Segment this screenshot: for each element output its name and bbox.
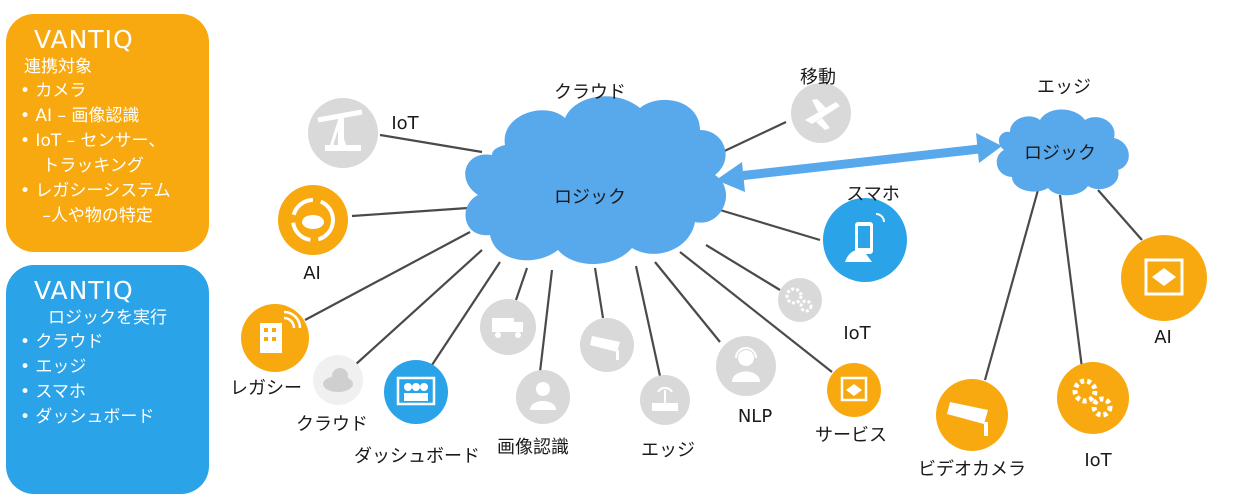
node-label-service: サービス [815,425,887,446]
node-label-image-recognition: 画像認識 [497,437,569,458]
people-screen-icon [384,360,448,424]
list-item: • カメラ [20,81,87,101]
vantiq-logo: VANTIQ [34,25,134,54]
list-item: • スマホ [20,382,86,402]
security-camera-icon [936,379,1008,451]
list-item: • クラウド [20,332,104,352]
building-icon [241,304,309,372]
gears-icon [1057,362,1129,434]
cloud-icon [313,355,363,405]
security-camera-icon [580,318,634,372]
package-box-icon [827,363,881,417]
node-label-nlp: NLP [737,406,773,427]
list-item: • ダッシュボード [20,407,155,427]
node-label-legacy: レガシー [230,378,302,399]
connector-lines [304,121,1143,381]
node-label-ai-right: AI [1154,327,1172,348]
truck-icon [480,299,536,355]
node-label-video-camera: ビデオカメラ [918,459,1026,480]
main-cloud-title: クラウド [554,82,626,103]
list-item: トラッキング [20,156,144,176]
list-item: • IoT – センサー、 [20,131,166,151]
node-label-dashboard: ダッシュボード [354,446,480,467]
vantiq-logo: VANTIQ [34,276,134,305]
router-icon [640,375,690,425]
node-label-transport: 移動 [800,67,836,88]
sync-arrow [716,133,1002,192]
node-label-cloud: クラウド [296,414,368,435]
headset-person-icon [716,336,776,396]
node-label-iot-mid: IoT [843,323,871,344]
vantiq-execution-panel: VANTIQ ロジックを実行 • クラウド • エッジ • スマホ • ダッシュ… [6,265,209,494]
list-item: • AI – 画像認識 [20,106,140,126]
node-label-iot: IoT [391,113,419,134]
list-item: • エッジ [20,357,87,377]
main-cloud-logic: ロジック [554,187,626,208]
edge-cloud-logic: ロジック [1024,143,1096,164]
integration-list: • カメラ • AI – 画像認識 • IoT – センサー、 トラッキング •… [20,79,195,229]
main-cloud [465,96,727,265]
execution-heading: ロジックを実行 [48,308,167,328]
edge-cloud [996,109,1129,196]
edge-cloud-title: エッジ [1037,77,1091,98]
airplane-icon [791,83,851,143]
node-label-ai: AI [303,263,321,284]
node-label-smartphone: スマホ [846,184,900,205]
vantiq-integration-panel: VANTIQ 連携対象 • カメラ • AI – 画像認識 • IoT – セン… [6,14,209,252]
node-label-iot-right: IoT [1084,450,1112,471]
phone-hand-icon [823,198,907,282]
list-item: –人や物の特定 [20,206,153,226]
package-box-icon [1121,235,1207,321]
person-icon [516,370,570,424]
node-label-edge: エッジ [641,440,695,461]
oil-pump-icon [308,98,378,168]
integration-heading: 連携対象 [24,57,92,77]
gears-icon [778,278,822,322]
cloud-cycle-icon [278,185,348,255]
list-item: • レガシーシステム [20,181,171,201]
execution-list: • クラウド • エッジ • スマホ • ダッシュボード [20,330,195,430]
